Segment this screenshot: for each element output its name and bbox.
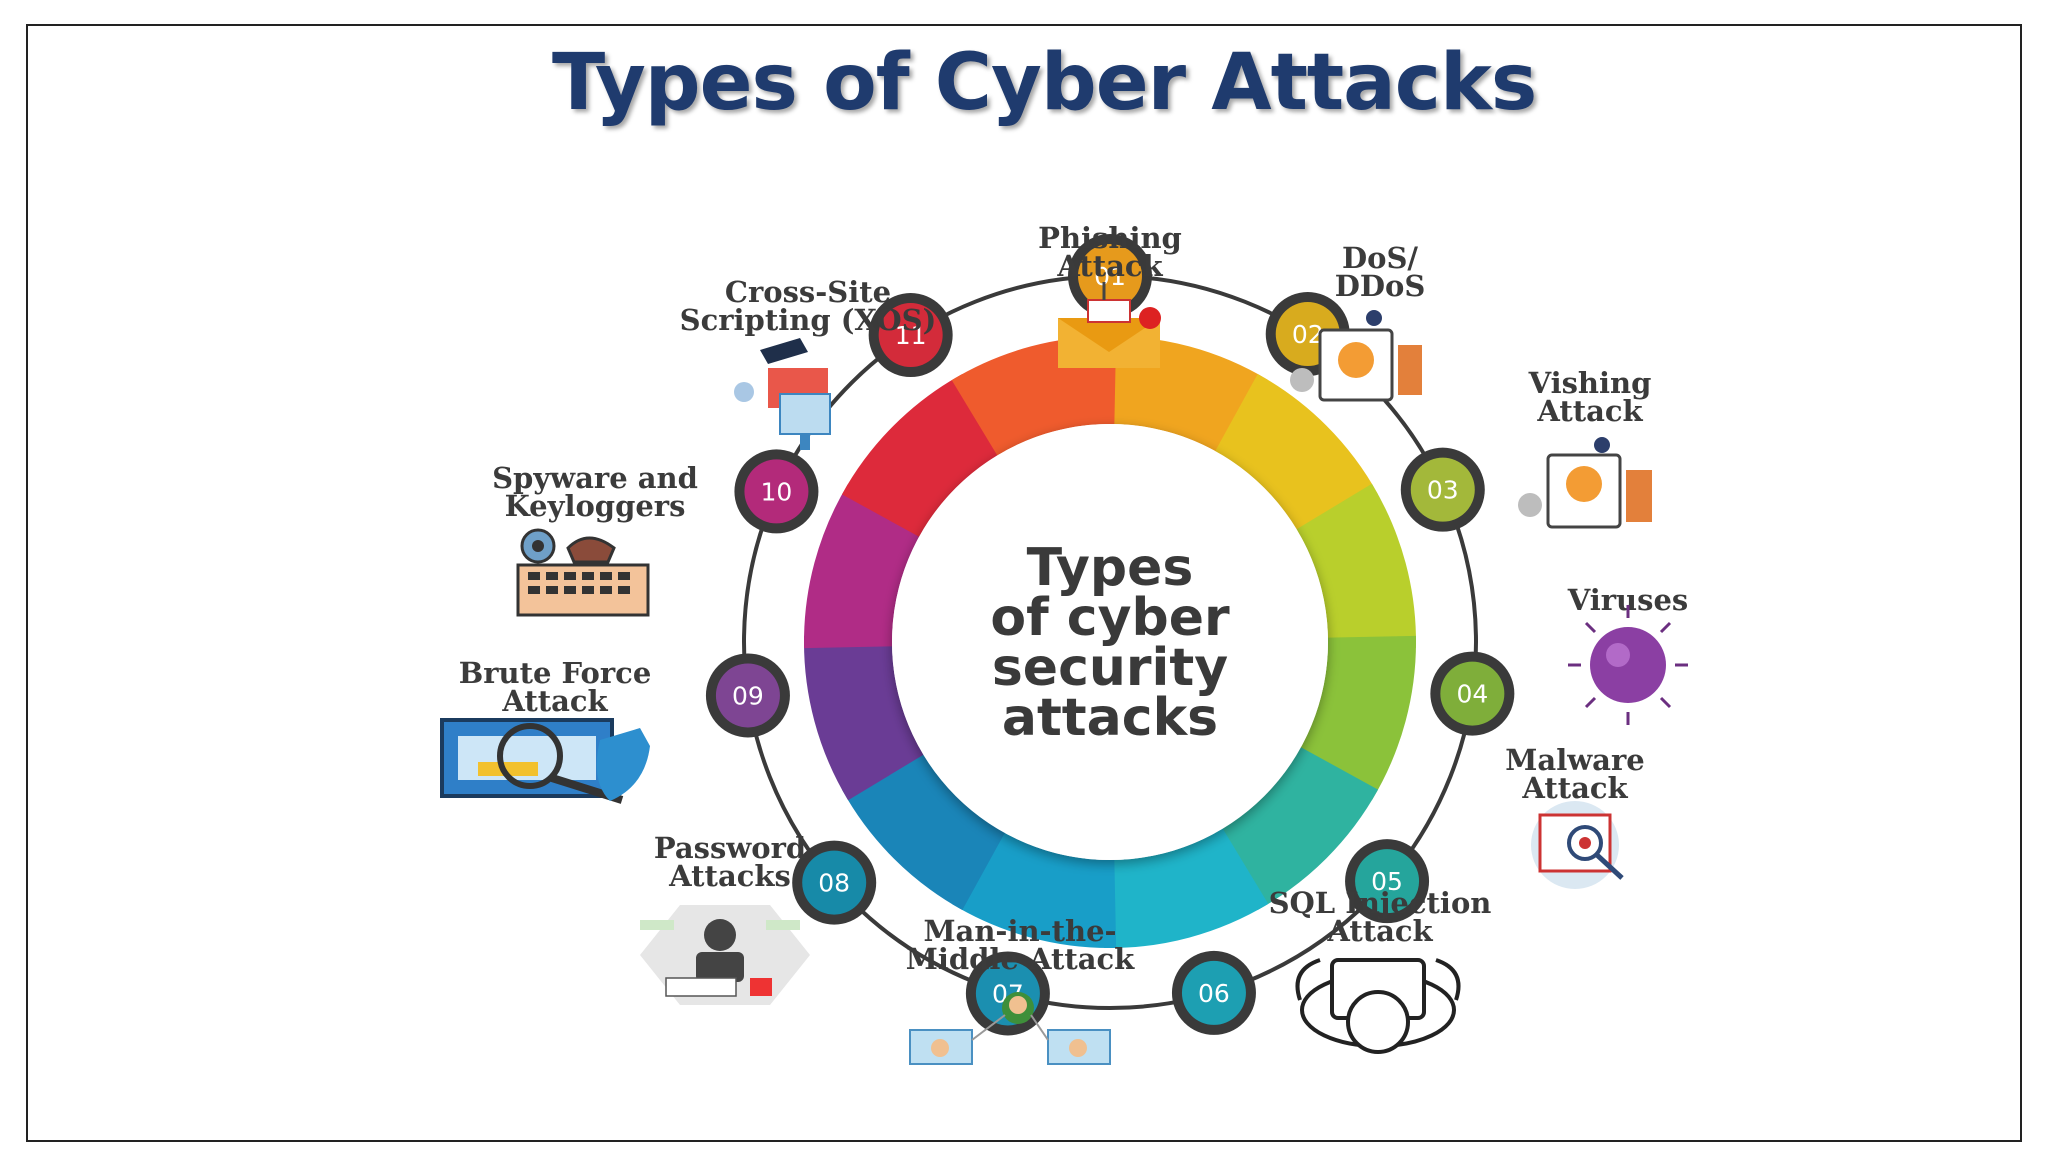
label-password: Password Attacks: [654, 831, 806, 893]
label-malware: Malware Attack: [1505, 743, 1644, 805]
vishing-icon: [1518, 437, 1652, 527]
label-dos-ddos: DoS/ DDoS: [1335, 241, 1426, 303]
svg-text:Keyloggers: Keyloggers: [505, 489, 686, 523]
label-mitm: Man-in-the- Middle Attack: [906, 914, 1135, 976]
svg-text:Attack: Attack: [1056, 249, 1163, 283]
number-badge: 09: [706, 653, 790, 737]
svg-text:Middle Attack: Middle Attack: [906, 942, 1135, 976]
number-badge: 04: [1430, 652, 1514, 736]
label-vishing: Vishing Attack: [1528, 366, 1652, 428]
svg-text:Attack: Attack: [1326, 914, 1433, 948]
sql-injection-icon: [1298, 960, 1459, 1052]
number-badge: 06: [1172, 951, 1256, 1035]
svg-text:Attack: Attack: [1521, 771, 1628, 805]
password-icon: [640, 905, 810, 1005]
badge-number: 06: [1198, 979, 1230, 1008]
brute-force-icon: [442, 720, 650, 801]
xss-icon: [734, 338, 830, 450]
label-brute-force: Brute Force Attack: [459, 656, 652, 718]
svg-text:Attack: Attack: [1536, 394, 1643, 428]
badge-number: 08: [818, 869, 850, 898]
spyware-icon: [518, 530, 648, 615]
number-badge: 03: [1401, 448, 1485, 532]
svg-text:Attack: Attack: [501, 684, 608, 718]
badge-number: 09: [732, 681, 764, 710]
label-phishing: Phishing Attack: [1038, 221, 1182, 283]
badge-number: 03: [1427, 476, 1459, 505]
label-spyware: Spyware and Keyloggers: [492, 461, 698, 523]
label-xss: Cross-Site Scripting (XOS): [680, 275, 937, 337]
label-sql-injection: SQL Injection Attack: [1269, 886, 1492, 948]
number-badge: 10: [734, 449, 818, 533]
svg-text:Attacks: Attacks: [668, 859, 791, 893]
center-line-4: attacks: [1002, 688, 1218, 748]
badge-number: 10: [761, 477, 793, 506]
badge-number: 04: [1456, 680, 1488, 709]
malware-icon: [1531, 801, 1622, 889]
svg-text:Scripting (XOS): Scripting (XOS): [680, 303, 937, 337]
virus-icon: [1568, 605, 1688, 725]
svg-text:DDoS: DDoS: [1335, 269, 1426, 303]
